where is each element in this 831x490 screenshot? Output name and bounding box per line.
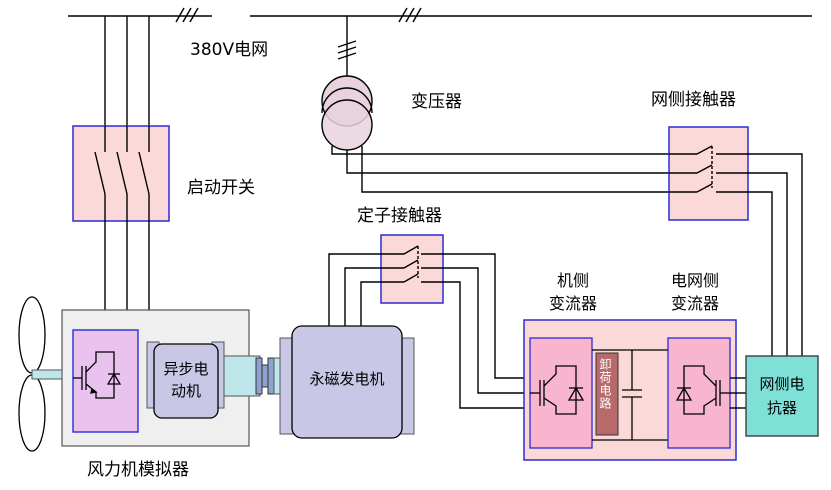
stator-contactor-label: 定子接触器	[357, 206, 442, 226]
feeder-lines	[104, 16, 150, 126]
grid-converter-label-line2: 变流器	[670, 294, 719, 313]
pm-generator-label: 永磁发电机	[309, 370, 385, 388]
grid-label: 380V电网	[190, 40, 269, 60]
stator-contactor	[380, 234, 444, 304]
start-switch	[72, 125, 170, 222]
machine-converter-label-line1: 机侧	[556, 271, 589, 290]
wind-simulator-label: 风力机模拟器	[87, 460, 189, 480]
converter-assembly	[523, 319, 737, 461]
transformer-secondary-lines	[331, 146, 669, 193]
grid-reactor-label-line1: 网侧电	[759, 375, 805, 393]
grid-reactor-label-line2: 抗器	[766, 399, 797, 417]
contactor-to-reactor-lines	[748, 153, 803, 356]
shaft-coupling	[223, 355, 287, 397]
pm-generator	[279, 325, 415, 439]
start-switch-label: 启动开关	[187, 178, 255, 198]
machine-converter-label-line2: 变流器	[548, 294, 597, 313]
grid-reactor	[745, 355, 819, 437]
converter-to-reactor-lines	[730, 377, 746, 409]
async-motor-label-line2: 动机	[170, 382, 201, 400]
transformer	[321, 16, 373, 151]
switch-to-simulator-lines	[104, 221, 150, 310]
async-motor-label-line1: 异步电	[163, 360, 209, 378]
dump-circuit-label: 卸荷电路	[598, 358, 612, 410]
contactor-to-converter-lines	[443, 253, 530, 409]
turbine-blades	[18, 296, 63, 452]
grid-contactor	[668, 126, 749, 221]
transformer-label: 变压器	[411, 92, 462, 112]
generator-to-contactor-lines	[328, 253, 381, 326]
wind-simulator	[61, 309, 250, 447]
grid-bus	[68, 7, 812, 23]
grid-converter-label-line1: 电网侧	[670, 271, 719, 290]
grid-contactor-label: 网侧接触器	[651, 90, 736, 110]
